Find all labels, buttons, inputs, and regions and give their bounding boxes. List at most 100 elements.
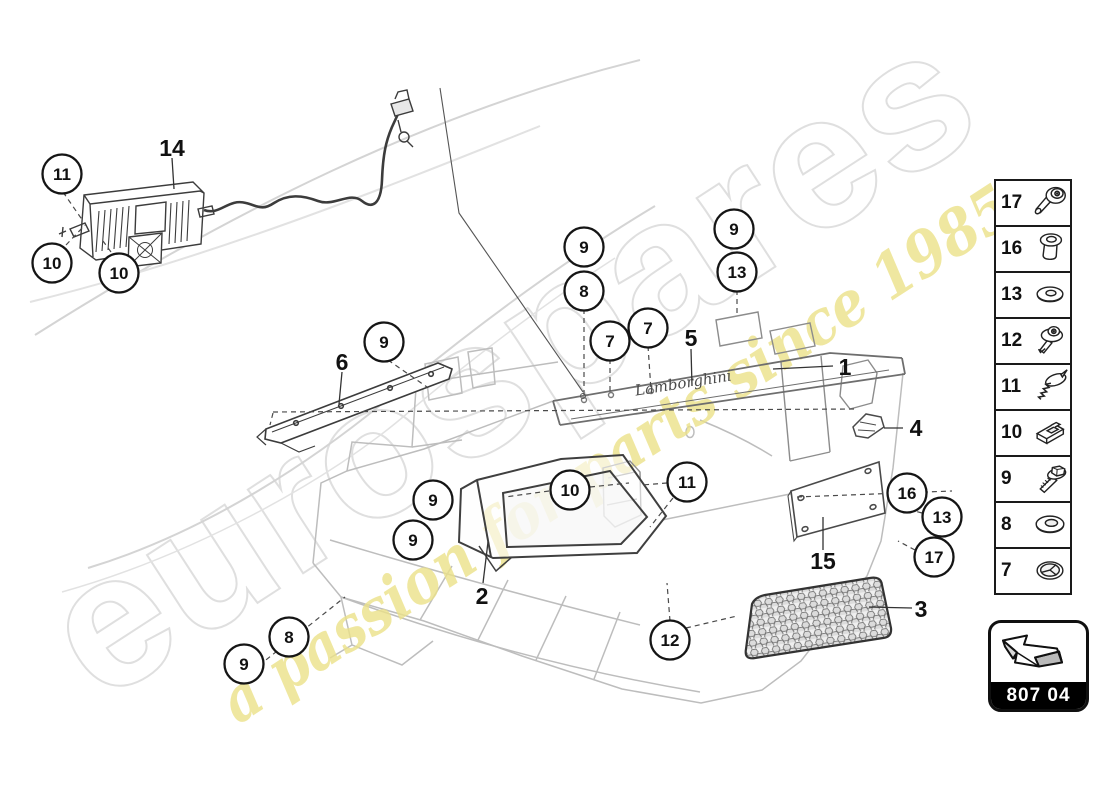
legend-item-13[interactable]: 13	[994, 271, 1072, 319]
callout-number: 16	[898, 484, 917, 503]
bumper-line-art	[312, 347, 904, 704]
legend-item-number: 7	[1001, 560, 1012, 581]
part-label-4[interactable]: 4	[910, 415, 923, 441]
callout-11[interactable]: 11	[666, 461, 708, 503]
callout-circle[interactable]	[649, 619, 691, 661]
bumper-panel-art	[552, 352, 906, 426]
callout-9[interactable]: 9	[563, 226, 605, 268]
legend-item-number: 12	[1001, 330, 1023, 351]
grommet-icon	[1028, 551, 1072, 591]
part-label-5[interactable]: 5	[685, 325, 698, 351]
callout-10[interactable]: 10	[549, 469, 591, 511]
callout-number: 8	[579, 282, 588, 301]
callout-9[interactable]: 9	[412, 479, 454, 521]
legend-item-16[interactable]: 16	[994, 225, 1072, 273]
callout-circle[interactable]	[268, 616, 310, 658]
callout-circle[interactable]	[223, 643, 265, 685]
callout-circle[interactable]	[31, 242, 73, 284]
callout-number: 11	[53, 165, 71, 184]
callout-11[interactable]: 11	[41, 153, 83, 195]
part-label-3[interactable]: 3	[915, 596, 928, 622]
callout-number: 7	[643, 319, 652, 338]
callout-circle[interactable]	[392, 519, 434, 561]
callout-13[interactable]: 13	[921, 496, 963, 538]
callout-8[interactable]: 8	[563, 270, 605, 312]
legend-item-number: 9	[1001, 468, 1012, 489]
callout-number: 17	[925, 548, 944, 567]
callout-circle[interactable]	[886, 472, 928, 514]
callout-circle[interactable]	[563, 226, 605, 268]
trim-strip-art	[256, 362, 453, 453]
callout-10[interactable]: 10	[31, 242, 73, 284]
legend-panel: 17 16 13 12 11 10 9 8 7	[994, 179, 1072, 595]
callout-9[interactable]: 9	[713, 208, 755, 250]
legend-item-7[interactable]: 7	[994, 547, 1072, 595]
callout-number: 9	[379, 333, 388, 352]
callout-9[interactable]: 9	[392, 519, 434, 561]
callout-circle[interactable]	[549, 469, 591, 511]
flat-washer-icon	[1028, 275, 1072, 315]
back-arrow-icon	[1002, 634, 1063, 668]
legend-item-9[interactable]: 9	[994, 455, 1072, 503]
callout-number: 9	[729, 220, 738, 239]
part-code-band: 807 04	[991, 682, 1086, 709]
legend-item-number: 13	[1001, 284, 1023, 305]
callout-9[interactable]: 9	[363, 321, 405, 363]
callout-circle[interactable]	[98, 252, 140, 294]
legend-item-number: 11	[1001, 376, 1022, 397]
callout-17[interactable]: 17	[913, 536, 955, 578]
callout-8[interactable]: 8	[268, 616, 310, 658]
callout-circle[interactable]	[713, 208, 755, 250]
legend-item-17[interactable]: 17	[994, 179, 1072, 227]
plate-bracket-art	[787, 460, 886, 543]
expander-screw-icon	[1028, 321, 1072, 361]
part-label-2[interactable]: 2	[476, 583, 489, 609]
legend-item-number: 10	[1001, 422, 1023, 443]
callout-number: 9	[428, 491, 437, 510]
legend-item-number: 16	[1001, 238, 1023, 259]
callout-circle[interactable]	[913, 536, 955, 578]
callout-16[interactable]: 16	[886, 472, 928, 514]
callout-number: 8	[284, 628, 293, 647]
part-label-6[interactable]: 6	[336, 349, 349, 375]
callout-number: 9	[579, 238, 588, 257]
legend-item-11[interactable]: 11	[994, 363, 1072, 411]
callout-circle[interactable]	[412, 479, 454, 521]
legend-item-12[interactable]: 12	[994, 317, 1072, 365]
callout-13[interactable]: 13	[716, 251, 758, 293]
callout-circle[interactable]	[563, 270, 605, 312]
callout-12[interactable]: 12	[649, 619, 691, 661]
part-label-14[interactable]: 14	[159, 135, 185, 161]
callout-circle[interactable]	[589, 320, 631, 362]
part-code-box[interactable]: 807 04	[988, 620, 1089, 712]
callout-circle[interactable]	[666, 461, 708, 503]
callout-number: 13	[933, 508, 952, 527]
callout-circle[interactable]	[363, 321, 405, 363]
legend-item-10[interactable]: 10	[994, 409, 1072, 457]
callout-circle[interactable]	[921, 496, 963, 538]
callout-7[interactable]: 7	[589, 320, 631, 362]
legend-item-number: 17	[1001, 192, 1023, 213]
part-label-15[interactable]: 15	[810, 548, 836, 574]
callout-number: 9	[239, 655, 248, 674]
grille-art	[744, 576, 893, 660]
callout-circle[interactable]	[627, 307, 669, 349]
legend-item-8[interactable]: 8	[994, 501, 1072, 549]
tapping-screw-icon	[1028, 367, 1072, 407]
callout-9[interactable]: 9	[223, 643, 265, 685]
callout-circle[interactable]	[41, 153, 83, 195]
callout-10[interactable]: 10	[98, 252, 140, 294]
bumper-detail-art	[580, 311, 878, 528]
callout-7[interactable]: 7	[627, 307, 669, 349]
part-label-1[interactable]: 1	[839, 354, 852, 380]
part-code-text: 807 04	[1006, 684, 1071, 706]
large-washer-icon	[1028, 505, 1072, 545]
sleeve-nut-icon	[1028, 229, 1072, 269]
callout-number: 10	[43, 254, 62, 273]
small-bracket-art	[852, 413, 885, 439]
callout-circle[interactable]	[716, 251, 758, 293]
